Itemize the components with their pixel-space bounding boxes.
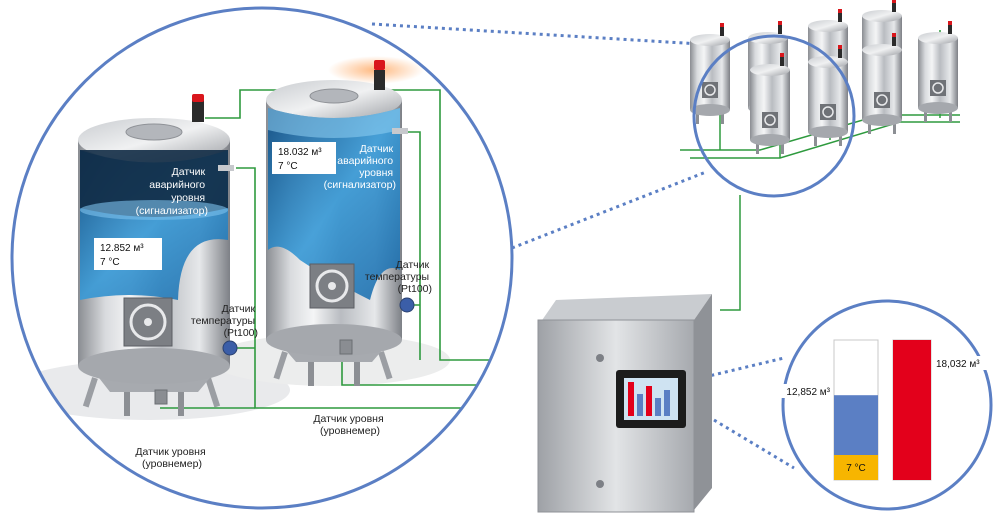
tank-detail-circle: 12.852 м³ 7 °C Датчик аварийного уровня … bbox=[10, 6, 514, 510]
tank-1-temp-sensor-label: Датчик температуры (Pt100) bbox=[191, 303, 258, 339]
tank-1-temp-box bbox=[834, 455, 878, 480]
tank-1-alarm-sensor-label: Датчик аварийного уровня (сигнализатор) bbox=[136, 166, 208, 217]
farm-highlight-circle bbox=[692, 34, 856, 198]
tank-1-level-sensor-label: Датчик уровня (уровнемер) bbox=[135, 446, 208, 470]
tank-2-alarm-sensor-label: Датчик аварийного уровня (сигнализатор) bbox=[324, 143, 396, 191]
farm-tank bbox=[918, 21, 958, 122]
farm-tank-group bbox=[690, 0, 958, 154]
tank-2-level-bar bbox=[893, 340, 931, 480]
tank-1-level-value: 12,852 м³ bbox=[786, 387, 830, 398]
tank-1-temp-value: 7 °C bbox=[846, 463, 866, 474]
tank-2-temperature: 7 °C bbox=[278, 161, 298, 172]
tank-2-level-value: 18,032 м³ bbox=[936, 359, 980, 370]
farm-tank bbox=[808, 45, 848, 146]
tank-farm bbox=[680, 0, 960, 311]
tank-1-volume: 12.852 м³ bbox=[100, 243, 144, 254]
cabinet-lock-icon bbox=[596, 480, 604, 488]
tank-2-level-sensor-label: Датчик уровня (уровнемер) bbox=[313, 413, 386, 437]
tank-2-readout-box bbox=[272, 142, 336, 174]
tank-2-volume: 18.032 м³ bbox=[278, 147, 322, 158]
tank-1: 12.852 м³ 7 °C Датчик аварийного уровня … bbox=[78, 94, 258, 470]
farm-tank bbox=[750, 53, 790, 154]
tank-2-temp-sensor-label: Датчик температуры (Pt100) bbox=[365, 259, 432, 295]
farm-tank bbox=[862, 33, 902, 134]
farm-tank bbox=[690, 23, 730, 124]
level-bars-detail: 7 °C 12,852 м³ 18,032 м³ bbox=[776, 299, 996, 511]
cabinet-lock-icon bbox=[596, 354, 604, 362]
tank-2: 18.032 м³ 7 °C Датчик аварийного уровня … bbox=[266, 56, 432, 437]
tank-1-readout-box bbox=[94, 238, 162, 270]
tank-1-level-bar bbox=[834, 395, 878, 455]
tank-1-temperature: 7 °C bbox=[100, 257, 120, 268]
control-cabinet bbox=[537, 294, 712, 513]
